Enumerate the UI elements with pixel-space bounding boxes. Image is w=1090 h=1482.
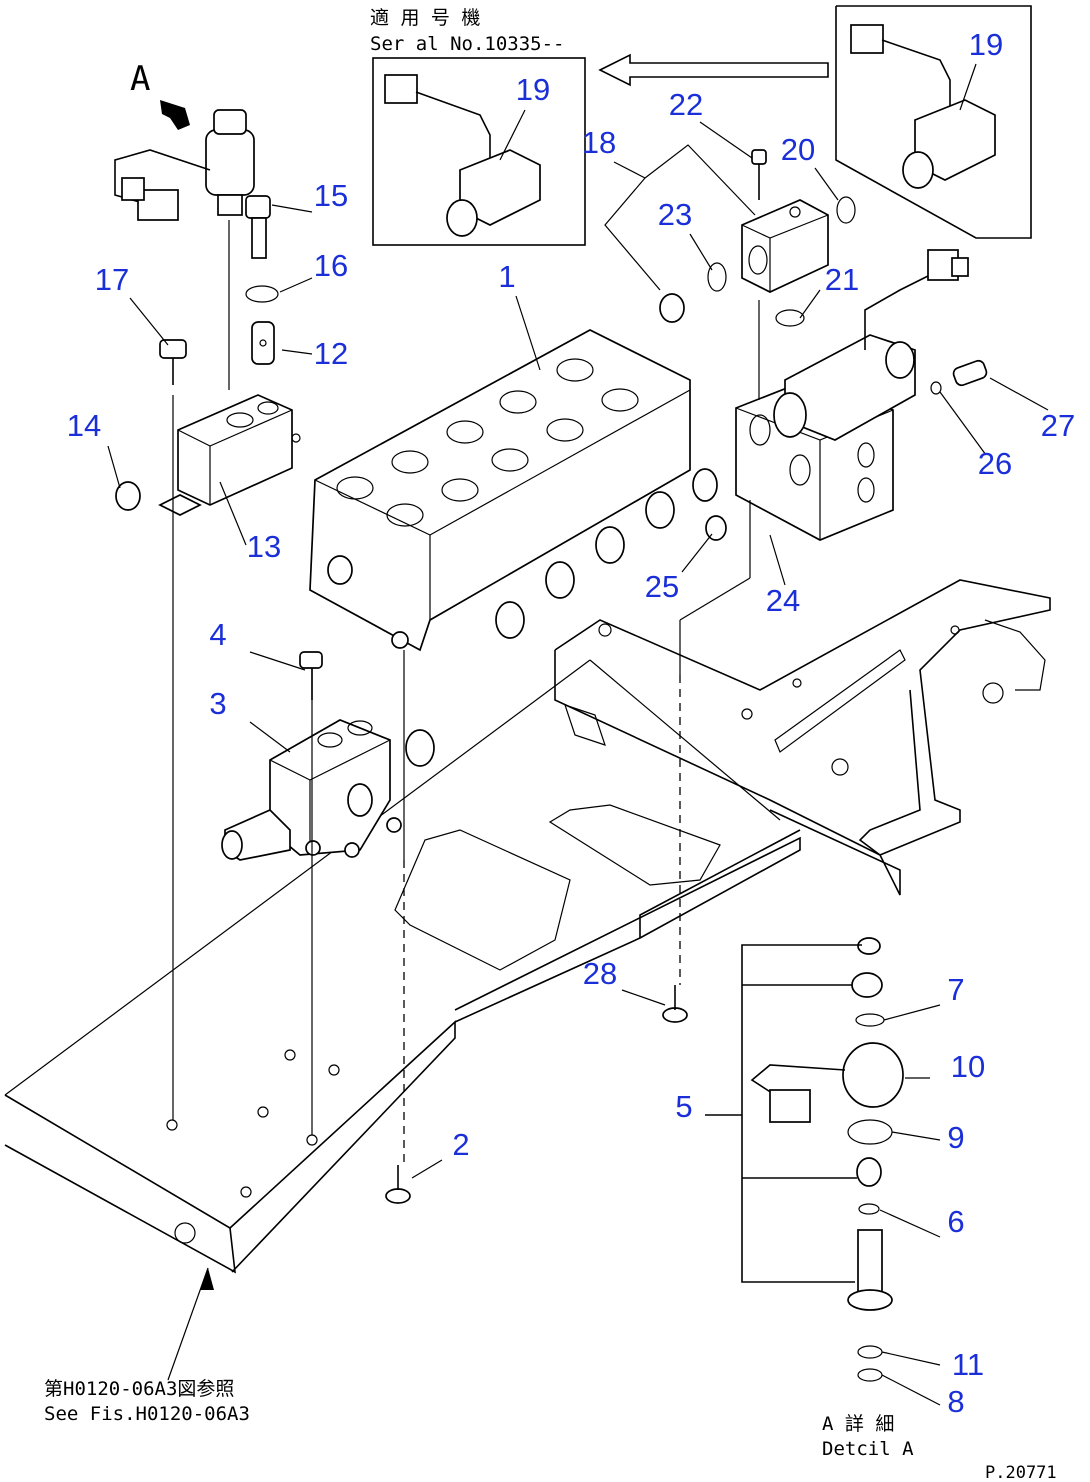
small-parts-15-16-12 <box>115 195 279 511</box>
callout-24: 24 <box>766 583 800 618</box>
callout-1: 1 <box>498 259 515 294</box>
figure-code: P.20771 <box>985 1463 1057 1482</box>
bolt-17 <box>159 339 187 385</box>
callout-19: 19 <box>969 27 1003 62</box>
right-bracket <box>554 579 1051 896</box>
callout-28: 28 <box>583 956 617 991</box>
center-lines <box>167 220 760 1381</box>
see-fig-label-jp: 第H0120-06A3図参照 <box>44 1378 234 1400</box>
detail-a <box>705 937 904 1382</box>
spool-ends <box>327 468 718 639</box>
manifold-block-21 <box>659 149 988 541</box>
callout-20: 20 <box>781 132 815 167</box>
see-fig-label-en: See Fis.H0120-06A3 <box>44 1403 250 1425</box>
callout-numbers: 1234567891011121314151617181919202122232… <box>67 27 1075 1419</box>
bolt-28 <box>662 985 688 1023</box>
callout-21: 21 <box>825 262 859 297</box>
bolt-4 <box>299 651 323 700</box>
view-letter: A <box>130 59 150 99</box>
direction-arrow <box>598 53 829 87</box>
control-valve-small <box>221 719 435 861</box>
callout-4: 4 <box>209 617 226 652</box>
callout-9: 9 <box>947 1120 964 1155</box>
callout-18: 18 <box>582 125 616 160</box>
callout-6: 6 <box>947 1204 964 1239</box>
frame-plate <box>4 659 801 1274</box>
callout-22: 22 <box>669 87 703 122</box>
callout-5: 5 <box>675 1089 692 1124</box>
detail-label-jp: A 詳 細 <box>822 1413 894 1435</box>
valve-ports <box>336 358 639 527</box>
callout-11: 11 <box>952 1347 984 1382</box>
view-arrow-a <box>160 100 190 130</box>
callout-19: 19 <box>516 72 550 107</box>
plug-14 <box>115 481 141 511</box>
callout-8: 8 <box>947 1384 964 1419</box>
callout-17: 17 <box>95 262 129 297</box>
control-valve-main <box>309 329 718 652</box>
serial-label-jp: 適 用 号 機 <box>370 7 480 29</box>
inset-box-left <box>372 57 586 246</box>
leader-lines <box>107 63 1049 1406</box>
callout-2: 2 <box>452 1127 469 1162</box>
callout-15: 15 <box>314 178 348 213</box>
callout-27: 27 <box>1041 408 1075 443</box>
callout-14: 14 <box>67 408 101 443</box>
pressure-switch <box>114 109 255 221</box>
callout-23: 23 <box>658 197 692 232</box>
callout-12: 12 <box>314 336 348 371</box>
serial-label-en: Ser al No.10335-- <box>370 33 564 55</box>
callout-7: 7 <box>947 972 964 1007</box>
inset-box-right <box>835 5 1032 239</box>
callout-16: 16 <box>314 248 348 283</box>
callout-26: 26 <box>978 446 1012 481</box>
bolt-2 <box>385 1165 411 1204</box>
detail-label-en: Detcil A <box>822 1438 914 1460</box>
callout-10: 10 <box>951 1049 985 1084</box>
callout-25: 25 <box>645 569 679 604</box>
bolt-22 <box>751 149 767 200</box>
switch-block-13 <box>158 394 301 516</box>
callout-13: 13 <box>247 529 281 564</box>
callout-3: 3 <box>209 686 226 721</box>
solenoid-block-24 <box>735 249 969 541</box>
